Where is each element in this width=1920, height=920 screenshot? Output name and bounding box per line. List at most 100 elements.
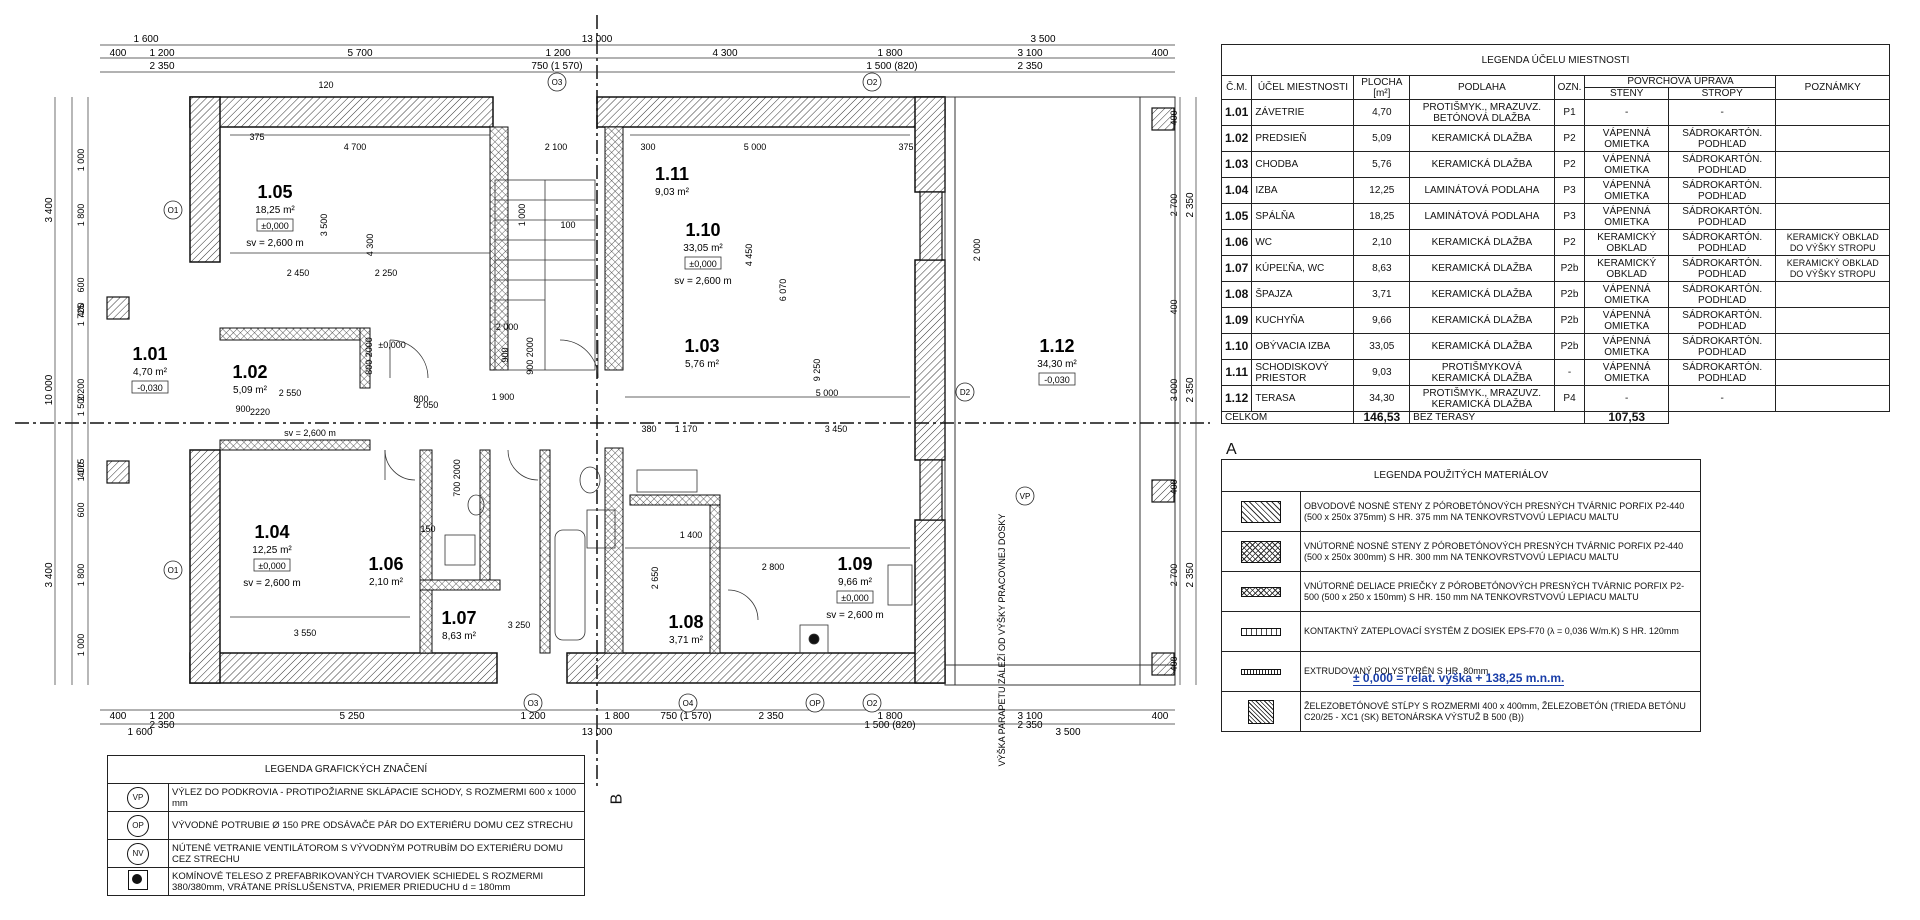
room-legend-floor: LAMINÁTOVÁ PODLAHA xyxy=(1409,177,1555,204)
window-tag-circle xyxy=(1015,486,1035,506)
window-tag-circle xyxy=(805,693,825,713)
room-legend-notes xyxy=(1775,99,1890,126)
dimension-text: 1 800 xyxy=(604,711,629,722)
room-number: 1.07 xyxy=(441,608,476,628)
room-legend-ceilings: - xyxy=(1667,385,1777,412)
dimension-text: 4 450 xyxy=(744,244,754,267)
room-legend-purpose: KUCHYŇA xyxy=(1251,307,1355,334)
section-mark-a: A xyxy=(1226,441,1237,458)
material-item: KONTAKTNÝ ZATEPLOVACÍ SYSTÉM Z DOSIEK EP… xyxy=(1300,611,1701,652)
room-legend-mark: P2b xyxy=(1553,255,1586,282)
dimension-text: 3 500 xyxy=(319,214,329,237)
dimension-text: 1 600 xyxy=(127,727,152,738)
room-legend-notes xyxy=(1775,307,1890,334)
dimension-text: 300 xyxy=(640,142,655,152)
room-legend-ceilings: SÁDROKARTÓN. PODHĽAD xyxy=(1667,125,1777,152)
room-legend-notes xyxy=(1775,333,1890,360)
dimension-text: 1 200 xyxy=(149,48,174,59)
room-number: 1.09 xyxy=(837,554,872,574)
dimension-text: 5 250 xyxy=(339,711,364,722)
dimension-text: 1 175 xyxy=(76,459,86,482)
room-legend-purpose: SCHODISKOVÝ PRIESTOR xyxy=(1251,359,1355,386)
dimension-text: 2 350 xyxy=(1017,61,1042,72)
label-box xyxy=(131,380,169,394)
dimension-text: 2 350 xyxy=(1185,192,1196,217)
dimension-text: 2 000 xyxy=(972,239,982,262)
window-tag: O3 xyxy=(552,78,563,87)
dimension-text: 400 xyxy=(1152,48,1169,59)
room-legend-floor: KERAMICKÁ DLAŽBA xyxy=(1409,255,1555,282)
room-level: ±0,000 xyxy=(841,593,868,603)
room-legend-area: 34,30 xyxy=(1353,385,1411,412)
room-legend-walls: KERAMICKÝ OBKLAD xyxy=(1584,255,1669,282)
partition-swatch xyxy=(1241,586,1281,597)
section-mark-b: B xyxy=(608,793,626,805)
column-swatch xyxy=(1248,699,1274,724)
window-tag-circle xyxy=(523,693,543,713)
room-legend-floor: PROTIŠMYKOVÁ KERAMICKÁ DLAŽBA xyxy=(1409,359,1555,386)
room-legend-mark: - xyxy=(1553,359,1586,386)
dimension-text: 10 000 xyxy=(44,374,55,405)
window-tag-circle xyxy=(163,560,183,580)
dimension-text: 2 000 xyxy=(496,322,519,332)
room-legend-ceilings: SÁDROKARTÓN. PODHĽAD xyxy=(1667,359,1777,386)
dimension-text: 2 050 xyxy=(416,400,439,410)
chimney-icon xyxy=(128,870,148,890)
room-legend-area: 2,10 xyxy=(1353,229,1411,256)
window-tag: O1 xyxy=(168,566,179,575)
plan-note: 900 xyxy=(235,404,250,414)
dimension-text: 5 000 xyxy=(816,388,839,398)
staircase xyxy=(494,179,596,371)
room-legend-no: 1.01 xyxy=(1220,99,1253,126)
dimension-text: 600 xyxy=(76,277,86,292)
room-number: 1.11 xyxy=(655,164,689,184)
room-legend-mark: P2 xyxy=(1553,229,1586,256)
header-notes: POZNÁMKY xyxy=(1775,75,1890,100)
dimension-text: 2 350 xyxy=(758,711,783,722)
materials-legend: LEGENDA POUŽITÝCH MATERIÁLOV OBVODOVÉ NO… xyxy=(1221,459,1701,732)
room-legend-notes xyxy=(1775,125,1890,152)
room-area: 9,03 m² xyxy=(655,187,690,198)
room-area: 8,63 m² xyxy=(442,631,477,642)
dimension-text: 2 100 xyxy=(545,142,568,152)
room-legend-walls: - xyxy=(1584,99,1669,126)
door-label: 700 2000 xyxy=(452,459,462,497)
room-number: 1.08 xyxy=(668,612,703,632)
room-legend-mark: P2b xyxy=(1553,307,1586,334)
dimension-text: 3 550 xyxy=(294,628,317,638)
window-tag-circle xyxy=(547,72,567,92)
room-legend-notes: KERAMICKÝ OBKLAD DO VÝŠKY STROPU xyxy=(1775,229,1890,256)
plan-note: VÝŠKA PARAPETU ZÁLEŽÍ OD VÝŠKY PRACOVNEJ… xyxy=(997,514,1007,767)
door-swings xyxy=(384,339,759,621)
dimension-text: 750 (1 570) xyxy=(531,61,582,72)
header-surface: POVRCHOVÁ ÚPRAVA xyxy=(1584,75,1777,88)
dimension-text: 800 xyxy=(413,394,428,404)
dimension-text: 2 700 xyxy=(1169,564,1179,587)
attic-access-icon: VP xyxy=(127,786,149,809)
header-area: PLOCHA [m²] xyxy=(1353,75,1411,100)
dimension-text: 2 350 xyxy=(1185,377,1196,402)
total-label: CELKOM xyxy=(1220,411,1355,424)
dimension-text: 1 725 xyxy=(76,304,86,327)
room-legend-ceilings: SÁDROKARTÓN. PODHĽAD xyxy=(1667,255,1777,282)
room-legend-no: 1.08 xyxy=(1220,281,1253,308)
room-legend-notes xyxy=(1775,359,1890,386)
room-legend-walls: VÁPENNÁ OMIETKA xyxy=(1584,151,1669,178)
dimension-text: 2 250 xyxy=(375,268,398,278)
room-area: 5,76 m² xyxy=(685,359,720,370)
room-legend-floor: KERAMICKÁ DLAŽBA xyxy=(1409,307,1555,334)
room-level: -0,030 xyxy=(137,383,163,393)
room-legend-purpose: WC xyxy=(1251,229,1355,256)
window-tag-circle xyxy=(862,693,882,713)
dimension-text: 2 200 xyxy=(76,379,86,402)
window-tag: VP xyxy=(1020,492,1031,501)
room-legend-purpose: OBÝVACIA IZBA xyxy=(1251,333,1355,360)
room-legend-walls: - xyxy=(1584,385,1669,412)
room-legend-mark: P3 xyxy=(1553,177,1586,204)
interior-walls xyxy=(219,126,721,654)
